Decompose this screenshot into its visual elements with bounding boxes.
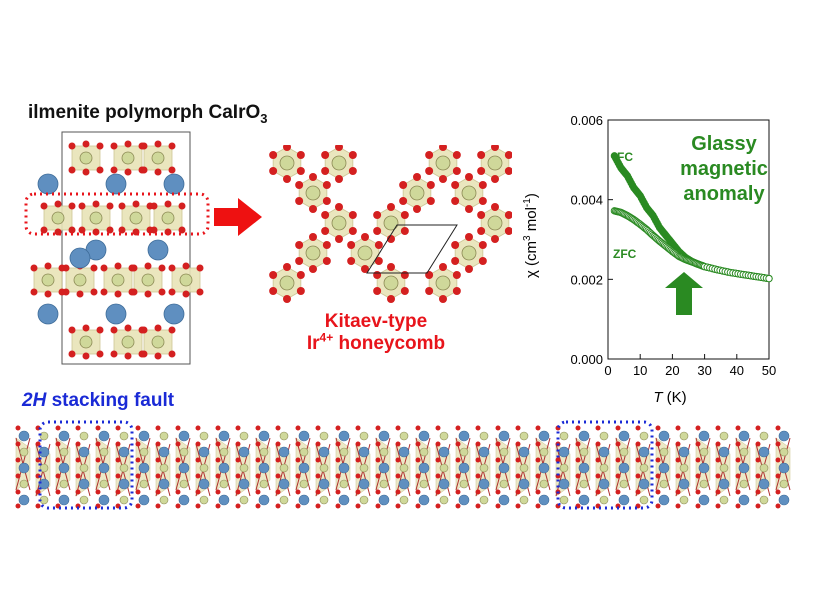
x-tick-label: 50 (762, 363, 776, 378)
stacking-fault-label: 2H stacking fault (22, 390, 175, 411)
stacking-chain (15, 420, 791, 510)
y-tick-label: 0.004 (570, 193, 603, 208)
red-arrow-icon (214, 198, 262, 236)
x-tick-label: 30 (697, 363, 711, 378)
susceptibility-chart: 0 10 20 30 40 50 0.000 0.002 0.004 0.006 FC ZFC T… (522, 113, 776, 406)
kitaev-label: Kitaev-type Ir4+ honeycomb (306, 311, 446, 354)
series-label-zfc: ZFC (613, 247, 637, 261)
y-tick-label: 0.000 (570, 352, 603, 367)
glassy-anomaly-label: Glassy magnetic anomaly (680, 133, 768, 205)
x-tick-label: 10 (633, 363, 647, 378)
x-axis-label: T (K) (653, 389, 686, 406)
green-arrow-icon (665, 272, 703, 315)
stacking-fault-box-left (38, 420, 134, 510)
series-label-fc: FC (617, 150, 633, 164)
plot-frame (607, 119, 770, 360)
honeycomb-layer (269, 145, 512, 303)
data-point-zfc (765, 274, 773, 283)
y-tick-label: 0.002 (570, 272, 603, 287)
stacking-fault-box-right (556, 420, 654, 510)
x-tick-label: 0 (604, 363, 611, 378)
y-tick-label: 0.006 (570, 113, 603, 128)
layer-selection-box (24, 192, 210, 236)
x-tick-label: 40 (730, 363, 744, 378)
x-tick-label: 20 (665, 363, 679, 378)
y-axis-label: χ (cm3 mol-1) (522, 193, 540, 278)
structure-title: ilmenite polymorph CaIrO3 (28, 102, 268, 126)
unit-cell-structure (30, 131, 204, 365)
